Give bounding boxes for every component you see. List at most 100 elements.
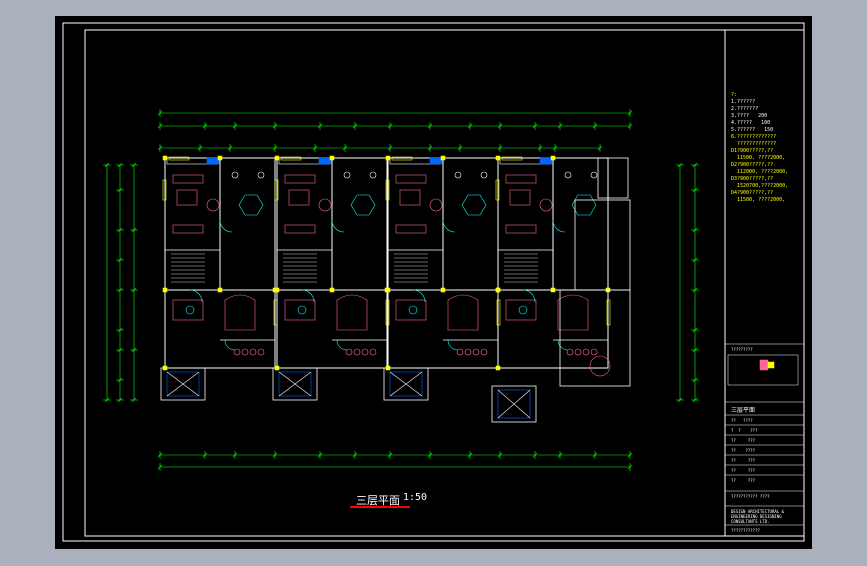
unit-1-window-top (280, 156, 302, 161)
east-stair-block (597, 157, 629, 199)
unit-3-door-1 (552, 219, 566, 233)
unit-3-bed (505, 299, 537, 321)
note-line: 1.?????? (731, 99, 756, 105)
left-dim-sub-slash-4 (131, 397, 137, 403)
bottom-dim-overall-slash-0 (157, 464, 163, 470)
unit-1-balcony (272, 367, 318, 401)
unit-1-fixture-top (318, 157, 332, 165)
unit-1-window-left (274, 179, 279, 201)
unit-0-window-top (168, 156, 190, 161)
unit-0-column-1 (217, 155, 223, 161)
left-dim-sub-slash-1 (131, 227, 137, 233)
top-dim-sub-slash-1 (197, 145, 203, 151)
unit-1-door-2 (301, 289, 315, 303)
top-dim-detail-slash-10 (532, 123, 538, 129)
title-block-frame (724, 29, 805, 537)
unit-1-balcony-fill (278, 371, 312, 397)
unit-3-toilet (590, 171, 598, 179)
bottom-dim-detail-slash-2 (232, 452, 238, 458)
title-block-row: ????????? (731, 347, 753, 352)
unit-0-bed (172, 299, 204, 321)
unit-2-dining-chair-2 (472, 348, 480, 356)
unit-0-sink (231, 171, 239, 179)
unit-1-coffee-table (288, 189, 310, 206)
unit-3-column-1 (550, 155, 556, 161)
unit-0-dining-chair-1 (241, 348, 249, 356)
title-block-row: ?? ??? (731, 478, 756, 483)
right-dim-detail-slash-1 (692, 187, 698, 193)
unit-0-fixture-top (206, 157, 220, 165)
bottom-dim-detail-slash-3 (272, 452, 278, 458)
unit-0-column-3 (217, 287, 223, 293)
unit-2-sofa-2 (395, 224, 427, 234)
left-dim-detail-slash-0 (117, 162, 123, 168)
right-dim-detail-slash-5 (692, 327, 698, 333)
unit-0-sofa-2 (172, 224, 204, 234)
bottom-dim-detail-slash-0 (157, 452, 163, 458)
left-dim-detail-slash-4 (117, 287, 123, 293)
unit-1-column-1 (329, 155, 335, 161)
unit-1-sofa (284, 174, 316, 184)
left-dim-detail-slash-7 (117, 377, 123, 383)
unit-3-dining-chair-3 (590, 348, 598, 356)
unit-3-door-2 (522, 289, 536, 303)
top-dim-detail-slash-11 (557, 123, 563, 129)
top-dim-sub-slash-2 (227, 145, 233, 151)
left-dim-sub-slash-3 (131, 347, 137, 353)
unit-1-chair (318, 198, 332, 212)
east-balcony-fill (497, 389, 531, 419)
title-block-row: ? ? ??? (731, 428, 758, 433)
top-dim-overall-slash-0 (157, 110, 163, 116)
unit-3-dining-chair-1 (574, 348, 582, 356)
note-line: ????????????? (731, 141, 777, 147)
unit-2-door-3 (447, 339, 459, 351)
unit-2-column-3 (440, 287, 446, 293)
unit-2-door-1 (442, 219, 456, 233)
unit-3-column-2 (495, 287, 501, 293)
unit-1-door-1 (331, 219, 345, 233)
unit-0-lamp (185, 305, 195, 315)
note-line: D3?900?????,?? (731, 176, 774, 182)
note-line: 112000, ????2000, (731, 169, 789, 175)
title-block-company_en: DESIGN ARCHITECTURAL & ENGINEERING DESIG… (731, 509, 784, 524)
unit-2-balcony-fill (389, 371, 423, 397)
top-dim-detail-slash-13 (627, 123, 633, 129)
right-dim-detail-slash-8 (692, 397, 698, 403)
unit-3-bed-2 (557, 294, 589, 331)
bottom-dim-detail-slash-12 (592, 452, 598, 458)
unit-1-bathtub (350, 194, 376, 216)
unit-3-sink (564, 171, 572, 179)
unit-2-balcony (383, 367, 429, 401)
unit-2-sink (454, 171, 462, 179)
unit-3-column-3 (550, 287, 556, 293)
unit-2-bed-2 (447, 294, 479, 331)
top-dim-sub-slash-4 (312, 145, 318, 151)
unit-0-column-2 (162, 287, 168, 293)
title-block-row: ?? ???? (731, 448, 756, 453)
note-line: 4.????? 100 (731, 120, 771, 126)
bottom-dim-detail-slash-8 (467, 452, 473, 458)
bottom-dim-detail-slash-7 (427, 452, 433, 458)
top-dim-detail-slash-12 (592, 123, 598, 129)
top-dim-overall-slash-1 (627, 110, 633, 116)
left-dim-detail-slash-8 (117, 397, 123, 403)
unit-2-sofa (395, 174, 427, 184)
unit-3-dining-chair-0 (566, 348, 574, 356)
top-dim-detail-slash-6 (387, 123, 393, 129)
drawing-sheet (55, 16, 812, 549)
unit-2-column-2 (385, 287, 391, 293)
note-line: D1?900?????,?? (731, 148, 774, 154)
left-dim-sub-slash-0 (131, 162, 137, 168)
unit-2-chair (429, 198, 443, 212)
left-dim-overall-slash-1 (104, 397, 110, 403)
unit-0-chair (206, 198, 220, 212)
unit-0-balcony (160, 367, 206, 401)
title-block-logo-mark (759, 359, 769, 371)
note-line: D2?900?????,?? (731, 162, 774, 168)
unit-1-lamp (297, 305, 307, 315)
unit-0-bed-2 (224, 294, 256, 331)
unit-0-dining-chair-0 (233, 348, 241, 356)
unit-1-column-2 (274, 287, 280, 293)
